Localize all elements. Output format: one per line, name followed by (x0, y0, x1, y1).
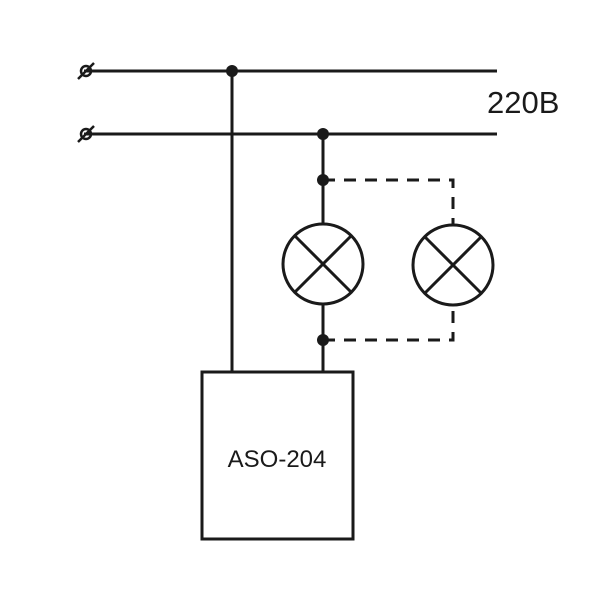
junction-top (226, 65, 238, 77)
controller-label: ASO-204 (228, 446, 327, 473)
terminal-bottom (77, 125, 95, 143)
junction-neutral (317, 128, 329, 140)
lamp-icon (411, 223, 495, 307)
voltage-label: 220В (487, 85, 559, 120)
controller-box (200, 370, 355, 541)
optional-wire-lower (323, 303, 455, 342)
terminal-top (77, 62, 95, 80)
optional-wire-upper (323, 178, 455, 228)
lamp-icon (281, 222, 365, 306)
